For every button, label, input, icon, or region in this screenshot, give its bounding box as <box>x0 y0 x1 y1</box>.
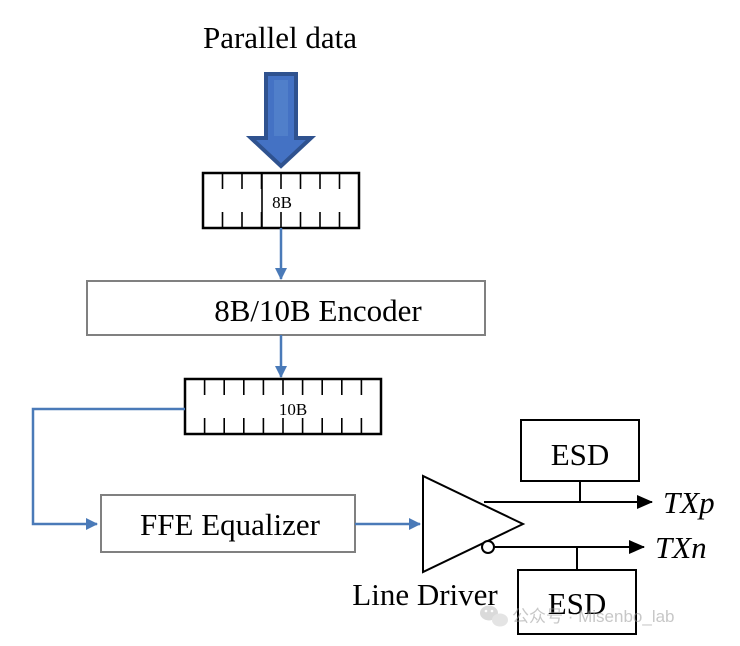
txn-label: TXn <box>655 530 707 565</box>
esd-bottom-label: ESD <box>548 586 607 621</box>
encoder-block: 8B/10B Encoder <box>86 280 486 336</box>
ffe-label: FFE Equalizer <box>140 507 321 542</box>
register-10b: 10B <box>183 377 383 436</box>
register-8b-label: 8B <box>272 193 292 212</box>
esd-top-label: ESD <box>551 437 610 472</box>
txp-label: TXp <box>663 485 715 520</box>
esd-top-block: ESD <box>520 419 640 502</box>
watermark: 公众号 · Misenbo_lab <box>480 605 675 627</box>
register-8b: 8B <box>201 171 361 230</box>
line-driver-label: Line Driver <box>352 577 498 612</box>
wechat-icon <box>480 605 508 627</box>
parallel-data-title: Parallel data <box>203 20 357 55</box>
esd-bottom-block: ESD <box>517 547 637 635</box>
flow-arrow-10b-to-ffe <box>31 407 185 530</box>
watermark-text: 公众号 · Misenbo_lab <box>512 607 675 626</box>
line-driver: Line Driver <box>352 474 526 612</box>
ffe-equalizer-block: FFE Equalizer <box>100 494 356 553</box>
inverting-bubble <box>481 540 495 554</box>
register-10b-label: 10B <box>279 400 307 419</box>
encoder-label: 8B/10B Encoder <box>214 293 422 328</box>
